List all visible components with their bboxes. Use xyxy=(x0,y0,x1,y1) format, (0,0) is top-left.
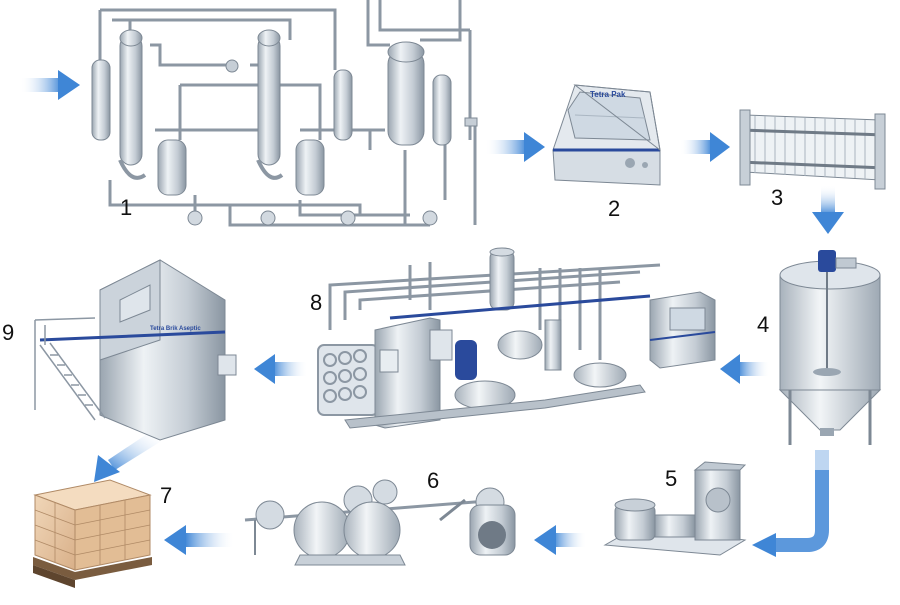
filling-machine-icon: Tetra Brik Aseptic xyxy=(34,259,237,441)
step-label-7: 7 xyxy=(160,483,173,508)
flow-arrow-icon xyxy=(752,450,829,557)
step-label-4: 4 xyxy=(757,312,770,337)
filter-press-icon xyxy=(739,109,886,190)
step-label-1: 1 xyxy=(120,195,133,220)
tetra-pak-logo-text: Tetra Pak xyxy=(590,90,626,99)
step-label-5: 5 xyxy=(665,466,678,491)
step-label-8: 8 xyxy=(310,290,323,315)
paper-roll-machine-icon xyxy=(244,479,516,566)
step-label-2: 2 xyxy=(608,196,621,221)
flow-arrow-icon xyxy=(812,185,844,234)
flow-arrow-icon xyxy=(94,432,160,482)
centrifuge-icon: Tetra Pak xyxy=(552,84,661,186)
filling-machine-label: Tetra Brik Aseptic xyxy=(150,326,201,332)
flow-arrows xyxy=(20,70,844,557)
pallet-icon xyxy=(33,479,152,588)
flow-arrow-icon xyxy=(20,70,80,100)
uht-plant-icon xyxy=(317,247,716,429)
flow-arrow-icon xyxy=(680,132,730,162)
flow-arrow-icon xyxy=(720,354,770,384)
flow-arrow-icon xyxy=(485,132,545,162)
flow-arrow-icon xyxy=(534,525,587,555)
flow-arrow-icon xyxy=(254,354,308,384)
flow-arrow-icon xyxy=(164,525,235,555)
step-label-9: 9 xyxy=(2,320,15,345)
mixing-tank-icon xyxy=(778,250,882,445)
evaporator-icon xyxy=(91,0,478,227)
homogenizer-icon xyxy=(603,461,747,556)
step-label-3: 3 xyxy=(771,185,784,210)
step-label-6: 6 xyxy=(427,468,440,493)
